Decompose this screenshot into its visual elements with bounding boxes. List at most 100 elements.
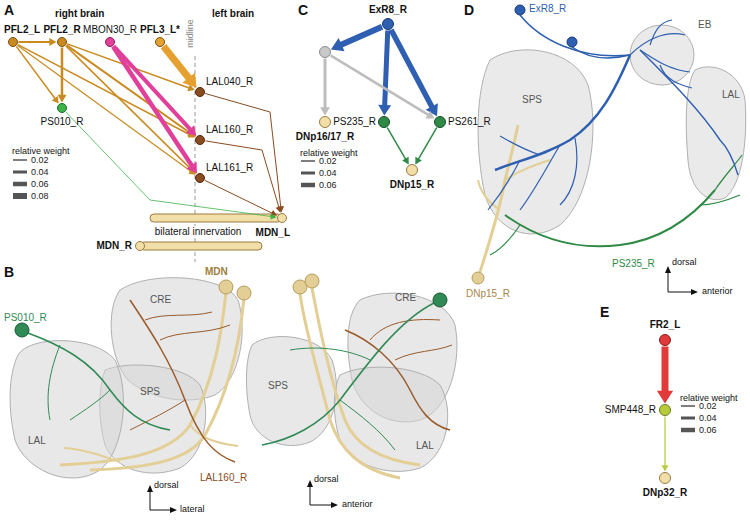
neuron-soma [472,272,484,284]
legend-entry: 0.02 [680,400,717,412]
node-shape [57,37,67,47]
brain-region [478,50,593,234]
neuron-fiber [700,195,740,205]
connector [662,417,669,472]
legend-text: 0.02 [699,401,717,412]
node-circle [278,214,287,223]
node-shape [57,103,67,113]
neuron-fiber [262,303,434,445]
panel-letter: D [464,2,474,18]
legend-line-sample [681,428,695,433]
innervation-label: bilateral innervation [153,226,244,238]
axis-arrow [310,505,333,506]
connector [331,55,435,118]
arrowhead [657,391,673,404]
legend-text: 0.02 [319,156,337,167]
legend-line-sample [13,159,27,161]
neuron-node: PFL2_L [8,37,18,47]
neuron-label: DNp15_R [466,288,510,300]
neuron-node: FR2_L [659,334,671,346]
neuron-soma [305,274,319,288]
neuron-soma [237,286,251,300]
neuron-fiber [345,330,450,430]
brain-region [630,25,694,85]
connector-line [331,55,430,115]
axis-label: dorsal [314,474,339,485]
node-circle [660,405,671,416]
axis-arrow [310,485,311,505]
legend-line-sample [681,405,695,407]
connector [66,45,195,137]
legend-text: 0.06 [319,180,337,191]
axis-label: anterior [342,499,373,510]
neuron-fiber [478,180,500,210]
connector [378,30,391,115]
legend-text: 0.06 [699,425,717,436]
connector-line [66,112,272,217]
neuron-fiber [660,65,692,88]
neuron-fiber [490,225,520,255]
connector-line [19,41,51,43]
connector-line [114,46,191,130]
axis-arrowhead [307,480,313,487]
legend-line-sample [13,193,27,199]
neuron-fiber [505,190,715,246]
node-label: DNp15_R [390,179,434,191]
neuron-soma [567,37,577,47]
neuron-fiber [290,348,370,360]
legend-line-sample [13,171,27,174]
node-circle [58,104,67,113]
node-shape [406,164,418,176]
neuron-node: PS261_R [434,116,446,128]
legend-text: 0.04 [699,413,717,424]
neuron-fiber [572,47,630,58]
neuron-label: PS235_R [612,258,655,270]
neuron-label: PS010_R [4,312,47,324]
connector [331,27,382,52]
axis-label: anterior [702,286,733,297]
connector [66,112,277,220]
connector-line [324,59,327,109]
arrowhead [182,73,196,88]
connector [58,48,67,103]
neuron-fiber [48,345,60,420]
region-label: SPS [268,380,288,392]
brain-region [10,341,123,478]
legend-line-sample [301,160,315,162]
region-label: CRE [150,294,171,306]
neuron-soma [219,280,233,294]
arrowhead [270,213,276,219]
legend-swatch [12,190,28,202]
node-shape [319,116,331,128]
node-label: ExR8_R [369,4,407,16]
region-label: LAL [416,440,434,452]
neuron-node: ExR8_R [382,18,394,30]
node-shape [319,46,331,58]
arrowhead [402,157,409,165]
arrowhead [276,206,282,213]
node-label: PFL2_L [4,24,40,36]
neuron-fiber [312,288,420,465]
axis-arrowhead [147,485,153,492]
neuron-node: MDN_R [135,241,145,251]
panel-letter: C [298,2,308,18]
connector-line [113,47,193,167]
node-label: FR2_L [650,319,681,331]
node-circle [58,38,67,47]
connector-line [66,46,192,171]
node-label: LAL040_R [206,76,253,88]
arrowhead [49,38,56,46]
node-label: SMP448_R [605,404,656,416]
node-circle [660,473,671,484]
neuron-node: LAL161_R [195,173,205,183]
connector [19,38,57,46]
connector [320,59,330,116]
neuron-fiber [650,20,672,45]
node-circle [320,117,331,128]
arrowhead [58,95,67,103]
legend-swatch [300,155,316,167]
node-circle [407,165,418,176]
node-label: MDN_L [256,227,290,239]
neuron-label: ExR8_R [529,3,566,15]
neuron-fiber [90,298,244,470]
